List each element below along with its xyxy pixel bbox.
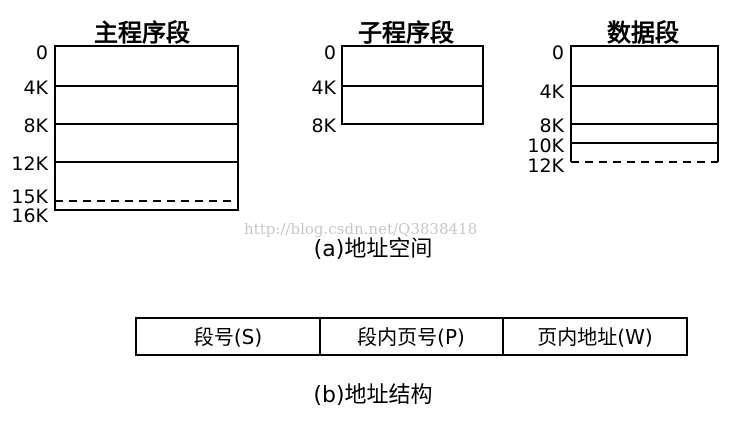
address-structure-row: 段号(S) 段内页号(P) 页内地址(W) (135, 317, 688, 356)
data-segment-title: 数据段 (607, 19, 679, 47)
watermark-text: http://blog.csdn.net/Q3838418 (244, 220, 477, 238)
caption-address-space: (a)地址空间 (314, 237, 433, 262)
main-segment-outline (54, 45, 239, 211)
field-page-number: 段内页号(P) (357, 325, 465, 349)
field-segment-number: 段号(S) (194, 325, 262, 349)
data-label: 0 (552, 42, 564, 64)
caption-address-structure: (b)地址结构 (313, 383, 432, 408)
data-label: 10K (527, 135, 564, 157)
address-structure-outline (135, 317, 688, 356)
data-segment-outline (570, 45, 719, 162)
main-label: 4K (23, 77, 48, 99)
subroutine-segment-labels: 0 4K 8K (311, 42, 336, 137)
main-segment-box (54, 45, 239, 211)
data-segment-labels: 0 4K 8K 10K 12K (527, 42, 564, 177)
data-label: 8K (539, 115, 564, 137)
subroutine-label: 4K (311, 77, 336, 99)
subroutine-label: 8K (311, 115, 336, 137)
main-label: 12K (11, 153, 48, 175)
main-segment-title: 主程序段 (94, 19, 190, 47)
subroutine-label: 0 (324, 42, 336, 64)
main-label: 0 (36, 42, 48, 64)
main-label: 16K (11, 205, 48, 227)
data-label: 4K (539, 81, 564, 103)
main-label: 15K (11, 186, 48, 208)
data-segment-box (570, 45, 719, 163)
subroutine-segment-title: 子程序段 (358, 19, 454, 47)
field-page-offset: 页内地址(W) (537, 325, 652, 349)
main-label: 8K (23, 115, 48, 137)
main-segment-labels: 0 4K 8K 12K 15K 16K (11, 42, 48, 227)
data-label: 12K (527, 155, 564, 177)
subroutine-segment-box (341, 45, 484, 125)
